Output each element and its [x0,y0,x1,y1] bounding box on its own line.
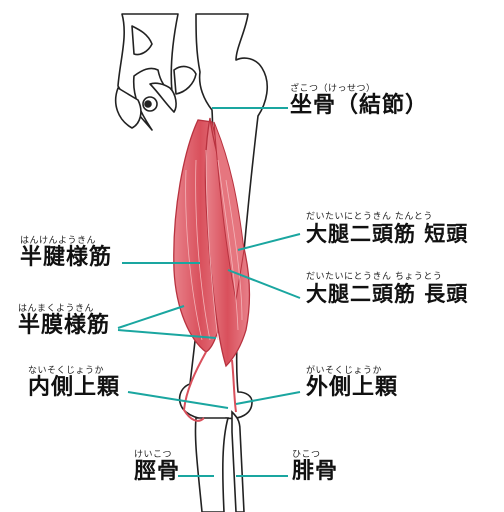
ruby-medial-epicondyle: ないそくじょうか [28,366,105,376]
text-fibula: 腓骨 [292,459,339,484]
text-ischium: 坐骨（結節） [290,93,429,118]
ruby-tibia: けいこつ [134,450,173,460]
hamstring-muscles [173,117,251,422]
label-fibula: ひこつ 腓骨 [292,450,338,484]
ruby-semimembranosus: はんまくようきん [18,304,95,314]
label-medial-epicondyle: ないそくじょうか 内側上顆 [28,366,120,400]
label-biceps-long: だいたいにとうきん ちょうとう 大腿二頭筋 長頭 [306,272,468,306]
text-tibia: 脛骨 [134,459,181,484]
label-semimembranosus: はんまくようきん 半膜様筋 [18,304,110,338]
ruby-biceps-short: だいたいにとうきん たんとう [306,212,433,222]
ruby-biceps-long: だいたいにとうきん ちょうとう [306,272,443,282]
pelvis-bone [114,13,197,131]
ruby-ischium: ざこつ（けっせつ） [290,84,376,94]
label-biceps-short: だいたいにとうきん たんとう 大腿二頭筋 短頭 [306,212,468,246]
text-semitendinosus: 半腱様筋 [20,245,113,270]
label-tibia: けいこつ 脛骨 [134,450,180,484]
text-medial-epicondyle: 内側上顆 [28,375,121,400]
label-ischium: ざこつ（けっせつ） 坐骨（結節） [290,84,428,118]
label-semitendinosus: はんけんようきん 半腱様筋 [20,236,112,270]
text-lateral-epicondyle: 外側上顆 [306,375,399,400]
text-biceps-long: 大腿二頭筋 長頭 [306,282,469,306]
ruby-fibula: ひこつ [292,450,321,460]
leader-lines [117,107,301,477]
text-semimembranosus: 半膜様筋 [18,313,111,338]
ruby-lateral-epicondyle: がいそくじょうか [306,366,383,376]
label-lateral-epicondyle: がいそくじょうか 外側上顆 [306,366,398,400]
lower-leg-bones [194,410,245,512]
text-biceps-short: 大腿二頭筋 短頭 [306,222,469,246]
ruby-semitendinosus: はんけんようきん [20,236,97,246]
